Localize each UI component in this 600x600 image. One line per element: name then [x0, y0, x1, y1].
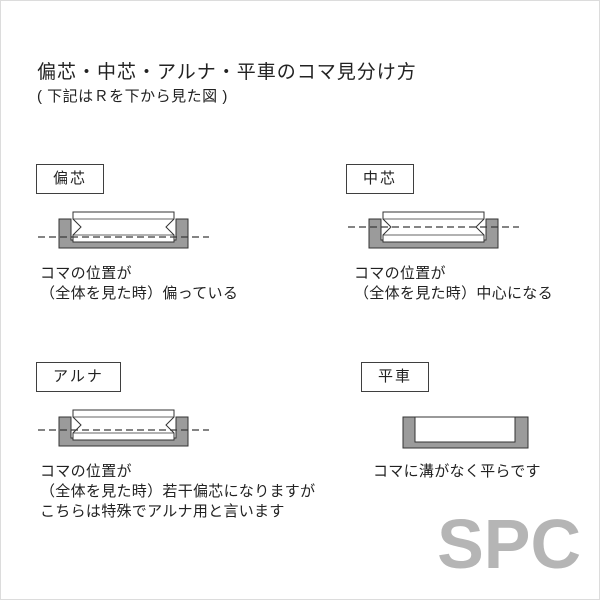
section-aruna: アルナ コマの位置が （全体を見た時）若干偏芯になりますが こちらは特殊でアルナ… — [36, 362, 336, 522]
flat-roller-cross-section — [402, 416, 529, 449]
caption-line: コマの位置が — [40, 463, 132, 480]
koma-wheel — [382, 211, 485, 243]
diagram-aruna — [36, 404, 336, 460]
caption-line: （全体を見た時）偏っている — [40, 285, 239, 302]
koma-wheel — [72, 211, 175, 243]
caption-line: コマの位置が — [354, 265, 446, 282]
roller-cross-section-centered — [348, 211, 519, 249]
caption-henshin: コマの位置が （全体を見た時）偏っている — [40, 264, 316, 304]
label-nakashin: 中芯 — [346, 164, 415, 194]
page-subtitle: ( 下記はＲを下から見た図 ) — [37, 88, 228, 105]
caption-line: （全体を見た時）中心になる — [354, 285, 553, 302]
spc-logo: SPC — [437, 505, 581, 583]
diagram-hirasha — [393, 408, 581, 456]
caption-line: コマの位置が — [40, 265, 132, 282]
caption-line: こちらは特殊でアルナ用と言います — [40, 503, 285, 520]
caption-line: （全体を見た時）若干偏芯になりますが — [40, 483, 316, 500]
caption-hirasha: コマに溝がなく平らです — [373, 462, 581, 482]
caption-aruna: コマの位置が （全体を見た時）若干偏芯になりますが こちらは特殊でアルナ用と言い… — [40, 462, 336, 522]
diagram-henshin — [36, 206, 316, 262]
flat-koma — [414, 416, 516, 443]
label-hirasha: 平車 — [361, 362, 430, 392]
koma-wheel — [72, 409, 175, 441]
diagram-nakashin — [346, 206, 586, 262]
roller-cross-section-slight-offset — [38, 409, 209, 447]
caption-line: コマに溝がなく平らです — [373, 463, 541, 480]
roller-cross-section-offset — [38, 211, 209, 249]
label-henshin: 偏芯 — [36, 164, 105, 194]
caption-nakashin: コマの位置が （全体を見た時）中心になる — [354, 264, 586, 304]
section-henshin: 偏芯 コマの位置が （全体を見た時）偏っている — [36, 164, 316, 304]
label-aruna: アルナ — [36, 362, 121, 392]
section-nakashin: 中芯 コマの位置が （全体を見た時）中心になる — [346, 164, 586, 304]
page-title: 偏芯・中芯・アルナ・平車のコマ見分け方 — [37, 62, 417, 83]
section-hirasha: 平車 コマに溝がなく平らです — [361, 362, 581, 482]
